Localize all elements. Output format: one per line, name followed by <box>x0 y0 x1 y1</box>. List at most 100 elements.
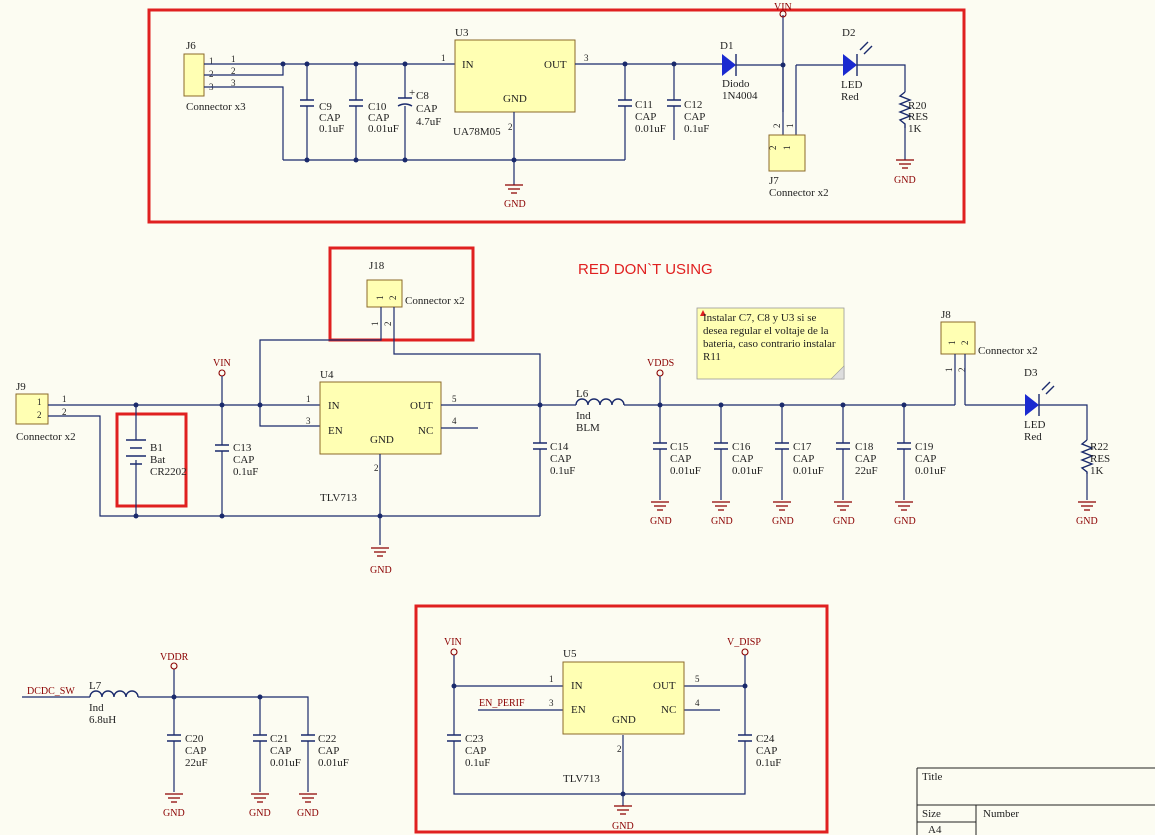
svg-text:4: 4 <box>452 416 457 426</box>
svg-text:GND: GND <box>894 175 916 186</box>
svg-text:Size: Size <box>922 808 941 820</box>
svg-text:GND: GND <box>1076 516 1098 527</box>
c15-capacitor: C15 CAP 0.01uF GND <box>650 402 701 527</box>
svg-text:bateria, caso contrario instal: bateria, caso contrario instalar <box>703 338 836 350</box>
svg-text:CAP: CAP <box>635 111 656 123</box>
svg-text:2: 2 <box>37 410 42 420</box>
svg-text:+: + <box>409 87 415 99</box>
svg-text:GND: GND <box>297 808 319 819</box>
j9-connector: J9 Connector x2 12 12 <box>15 381 76 443</box>
svg-text:1: 1 <box>209 56 214 66</box>
j6-wires <box>204 63 284 160</box>
svg-text:GND: GND <box>503 93 527 105</box>
svg-text:C10: C10 <box>368 101 387 113</box>
svg-text:Connector x2: Connector x2 <box>405 295 465 307</box>
svg-text:CAP: CAP <box>732 453 753 465</box>
d3-led: D3 LED Red <box>1024 367 1055 443</box>
b1-battery: B1 Bat CR2202 <box>126 439 187 478</box>
j18-connector: J18 Connector x2 1 2 1 2 <box>366 260 465 326</box>
svg-text:1: 1 <box>785 124 795 129</box>
svg-text:Connector x2: Connector x2 <box>769 187 829 199</box>
svg-text:UA78M05: UA78M05 <box>453 126 501 138</box>
svg-text:GND: GND <box>772 516 794 527</box>
u4-regulator: U4 IN EN OUT NC GND TLV713 1 3 5 4 2 <box>306 369 457 504</box>
svg-text:OUT: OUT <box>653 680 676 692</box>
c20-capacitor: C20 CAP 22uF GND <box>163 733 208 819</box>
svg-text:CAP: CAP <box>855 453 876 465</box>
c24-capacitor: C24 CAP 0.1uF <box>738 733 781 769</box>
svg-text:B1: B1 <box>150 442 163 454</box>
vddr-net-label: VDDR <box>160 652 189 670</box>
svg-text:4: 4 <box>695 698 700 708</box>
svg-text:GND: GND <box>163 808 185 819</box>
svg-text:1: 1 <box>441 53 446 63</box>
vin-net-label-top: VIN <box>774 2 792 18</box>
svg-text:0.1uF: 0.1uF <box>684 123 709 135</box>
svg-text:C21: C21 <box>270 733 288 745</box>
svg-text:IN: IN <box>571 680 583 692</box>
svg-text:2: 2 <box>231 66 236 76</box>
svg-text:J18: J18 <box>369 260 385 272</box>
svg-text:U4: U4 <box>320 369 334 381</box>
vdisp-net-label: V_DISP <box>727 637 761 656</box>
svg-text:0.01uF: 0.01uF <box>318 757 349 769</box>
dcdc-sw-net-label: DCDC_SW <box>27 686 75 697</box>
c12-capacitor: C12 CAP 0.1uF <box>667 99 709 135</box>
svg-text:0.1uF: 0.1uF <box>233 466 258 478</box>
svg-text:L7: L7 <box>89 680 102 692</box>
svg-text:C9: C9 <box>319 101 332 113</box>
svg-text:VIN: VIN <box>213 358 231 369</box>
svg-text:CAP: CAP <box>756 745 777 757</box>
svg-text:2: 2 <box>960 341 970 346</box>
svg-text:CAP: CAP <box>368 112 389 124</box>
svg-text:Title: Title <box>922 771 943 783</box>
c21-capacitor: C21 CAP 0.01uF GND <box>249 733 301 819</box>
highlight-box-b1 <box>115 412 188 508</box>
r20-resistor: R20 RES 1K <box>898 91 928 135</box>
svg-text:CAP: CAP <box>416 103 437 115</box>
svg-text:2: 2 <box>772 124 782 129</box>
svg-text:0.01uF: 0.01uF <box>732 465 763 477</box>
svg-text:1: 1 <box>37 397 42 407</box>
svg-text:1: 1 <box>947 341 957 346</box>
c10-capacitor: C10 CAP 0.01uF <box>349 99 399 135</box>
highlight-box-j18 <box>328 246 475 342</box>
vin-net-label-u4: VIN <box>213 358 231 377</box>
svg-text:C17: C17 <box>793 441 812 453</box>
svg-text:GND: GND <box>612 821 634 832</box>
svg-text:C18: C18 <box>855 441 874 453</box>
svg-text:Bat: Bat <box>150 454 165 466</box>
svg-text:BLM: BLM <box>576 422 600 434</box>
svg-text:C16: C16 <box>732 441 751 453</box>
svg-text:VIN: VIN <box>444 637 462 648</box>
svg-text:C20: C20 <box>185 733 204 745</box>
svg-text:EN: EN <box>571 704 586 716</box>
svg-text:EN: EN <box>328 425 343 437</box>
svg-text:IN: IN <box>462 59 474 71</box>
svg-text:Number: Number <box>983 808 1019 820</box>
svg-text:D1: D1 <box>720 40 733 52</box>
svg-text:22uF: 22uF <box>185 757 208 769</box>
svg-text:R20: R20 <box>908 100 927 112</box>
svg-text:DCDC_SW: DCDC_SW <box>27 686 75 697</box>
svg-text:L6: L6 <box>576 388 589 400</box>
svg-text:Red: Red <box>841 91 859 103</box>
svg-text:LED: LED <box>1024 419 1045 431</box>
svg-text:2: 2 <box>617 744 622 754</box>
svg-text:0.1uF: 0.1uF <box>756 757 781 769</box>
svg-text:VDDR: VDDR <box>160 652 189 663</box>
warning-text: RED DON`T USING <box>578 261 713 278</box>
c19-capacitor: C19 CAP 0.01uF GND <box>894 402 946 527</box>
svg-text:1: 1 <box>782 146 792 151</box>
highlight-box-u3-section <box>147 8 966 224</box>
svg-text:2: 2 <box>374 463 379 473</box>
j8-connector: J8 Connector x2 1 2 1 2 <box>940 309 1038 372</box>
svg-text:CAP: CAP <box>319 112 340 124</box>
svg-text:C15: C15 <box>670 441 689 453</box>
svg-text:C22: C22 <box>318 733 336 745</box>
svg-text:GND: GND <box>650 516 672 527</box>
svg-text:C19: C19 <box>915 441 934 453</box>
svg-text:Ind: Ind <box>576 410 591 422</box>
c16-capacitor: C16 CAP 0.01uF GND <box>711 402 763 527</box>
